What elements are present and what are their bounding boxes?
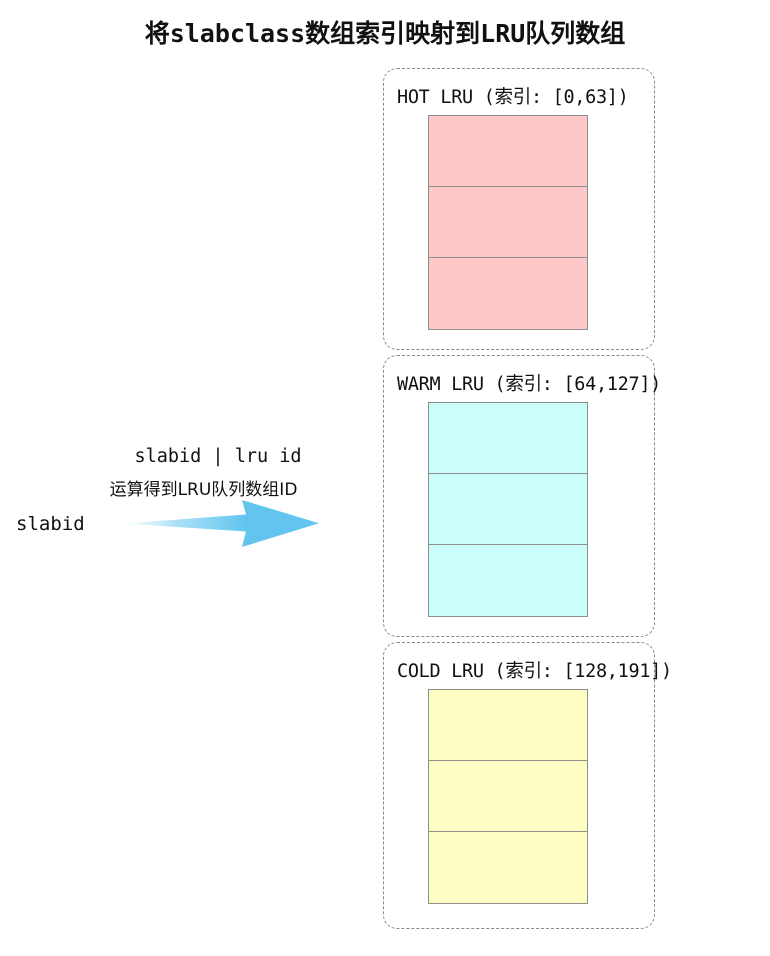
right-arrow-icon (124, 500, 319, 547)
lru-cell (429, 116, 587, 187)
lru-cell (429, 690, 587, 761)
lru-group-hot: HOT LRU (索引: [0,63]) (383, 68, 655, 350)
lru-cell (429, 761, 587, 832)
lru-cell (429, 474, 587, 545)
lru-cell (429, 187, 587, 258)
lru-group-warm: WARM LRU (索引: [64,127]) (383, 355, 661, 637)
lru-cell-stack-hot (428, 115, 588, 330)
lru-group-cold-label: COLD LRU (索引: [128,191]) (397, 661, 672, 682)
lru-group-cold: COLD LRU (索引: [128,191]) (383, 642, 672, 929)
lru-cell (429, 545, 587, 616)
lru-group-hot-label: HOT LRU (索引: [0,63]) (397, 87, 629, 108)
mapping-arrow (124, 500, 319, 548)
lru-cell-stack-cold (428, 689, 588, 904)
mapping-formula-text: slabid | lru id (134, 446, 302, 467)
lru-cell (429, 403, 587, 474)
slabid-input-label: slabid (16, 513, 85, 535)
lru-cell (429, 832, 587, 903)
lru-group-warm-label: WARM LRU (索引: [64,127]) (397, 374, 661, 395)
lru-cell-stack-warm (428, 402, 588, 617)
mapping-description-text: 运算得到LRU队列数组ID (109, 480, 298, 500)
lru-cell (429, 258, 587, 329)
page-title: 将slabclass数组索引映射到LRU队列数组 (144, 19, 626, 48)
